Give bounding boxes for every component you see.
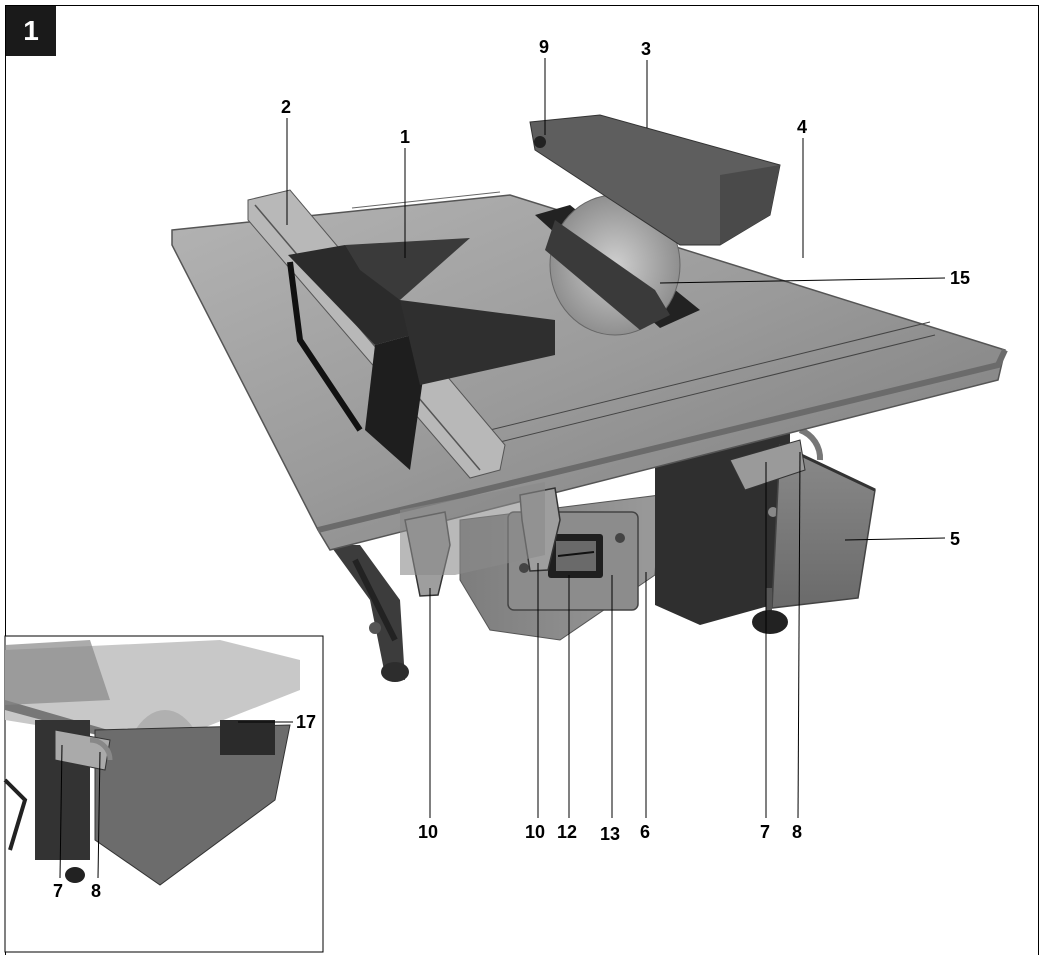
leader-lines bbox=[59, 58, 946, 879]
inset-callout-17: 17 bbox=[296, 712, 316, 732]
stand-legs bbox=[330, 545, 409, 682]
callout-8: 8 bbox=[792, 822, 802, 842]
callout-10-right: 10 bbox=[525, 822, 545, 842]
callout-9: 9 bbox=[539, 37, 549, 57]
callout-6: 6 bbox=[640, 822, 650, 842]
inset-callout-7: 7 bbox=[53, 881, 63, 901]
callout-5: 5 bbox=[950, 529, 960, 549]
callout-3: 3 bbox=[641, 39, 651, 59]
angle-lock-knob bbox=[729, 427, 824, 491]
blade-guard bbox=[529, 114, 781, 246]
on-off-switch bbox=[548, 534, 603, 578]
callout-4: 4 bbox=[797, 117, 807, 137]
angle-stop bbox=[287, 238, 555, 470]
callout-10-left: 10 bbox=[418, 822, 438, 842]
callout-1: 1 bbox=[400, 127, 410, 147]
height-adjust-foot bbox=[752, 588, 788, 634]
inset-callout-8: 8 bbox=[91, 881, 101, 901]
front-bracket bbox=[400, 482, 545, 575]
figure-frame bbox=[5, 5, 1039, 955]
callout-7: 7 bbox=[760, 822, 770, 842]
figure-number-badge: 1 bbox=[6, 6, 56, 56]
cutting-blade bbox=[545, 194, 681, 336]
callout-labels: 1 2 3 9 4 15 5 10 10 12 13 6 7 8 17 7 8 bbox=[53, 37, 970, 901]
callout-12: 12 bbox=[557, 822, 577, 842]
callout-2: 2 bbox=[281, 97, 291, 117]
callout-13: 13 bbox=[600, 824, 620, 844]
inset-detail bbox=[3, 635, 324, 953]
callout-15: 15 bbox=[950, 268, 970, 288]
